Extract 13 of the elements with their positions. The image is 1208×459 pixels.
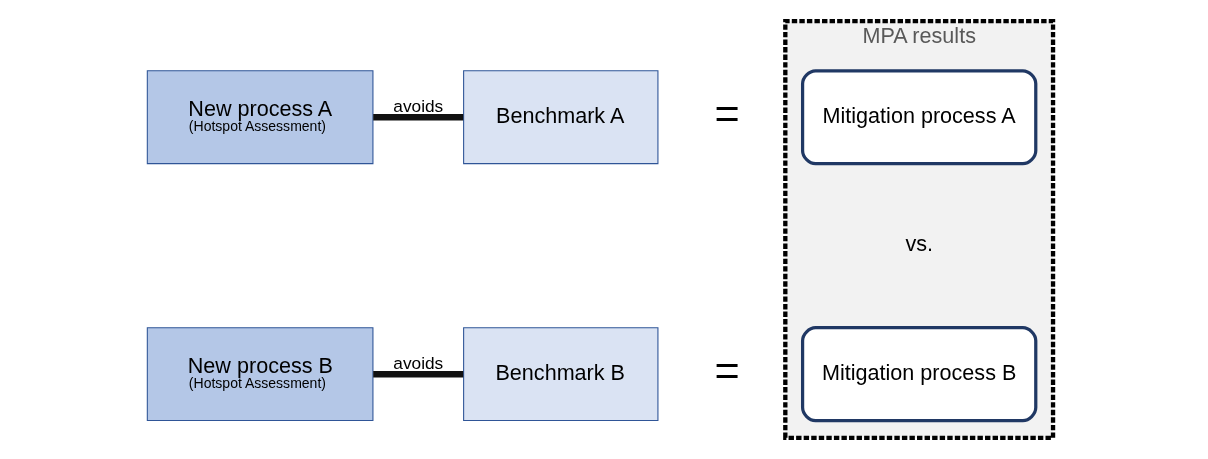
node-box: New process A (Hotspot Assessment) <box>146 70 373 165</box>
edge-label: avoids <box>392 95 443 116</box>
label: = <box>713 89 740 138</box>
node-box: Benchmark A <box>462 70 658 165</box>
node-box: Benchmark B <box>462 327 658 422</box>
node-box: Mitigation process B <box>800 326 1037 423</box>
node-box: New process B (Hotspot Assessment) <box>146 327 373 422</box>
connector <box>372 370 463 378</box>
node-box: Mitigation process A <box>800 69 1037 166</box>
connector <box>372 114 463 121</box>
label: vs. <box>904 231 933 257</box>
label: = <box>713 345 740 394</box>
edge-label: avoids <box>392 352 443 373</box>
